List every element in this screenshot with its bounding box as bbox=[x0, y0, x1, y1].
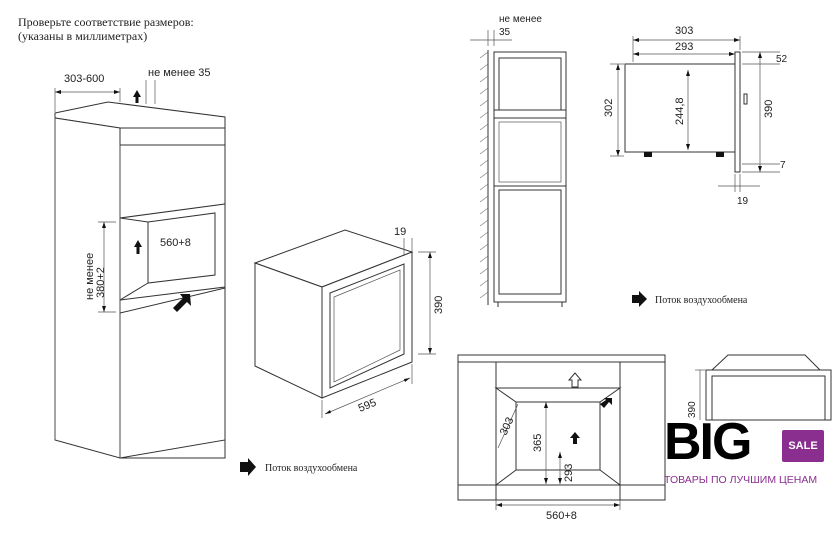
side-gap-value: 35 bbox=[499, 27, 511, 38]
opening-height-value: 380+2 bbox=[95, 267, 107, 298]
airflow-legend-arrow-left bbox=[240, 458, 256, 476]
airflow-diagonal-arrow-bottom bbox=[600, 398, 612, 408]
oven-height-label: 390 bbox=[433, 296, 445, 314]
side-view-column: не менее 35 bbox=[470, 14, 567, 307]
gap-min-label: не менее 35 bbox=[148, 67, 211, 79]
opening-width-label: 560+8 bbox=[160, 237, 191, 249]
brand-logo: BIG SALE ТОВАРЫ ПО ЛУЧШИМ ЦЕНАМ bbox=[662, 416, 832, 492]
depth-range-label: 303-600 bbox=[64, 73, 104, 85]
profile-view: 303 293 302 244,8 390 52 7 19 bbox=[603, 25, 788, 207]
airflow-legend-arrow-right bbox=[632, 291, 647, 307]
airflow-up-arrow-floor bbox=[570, 432, 580, 444]
airflow-up-arrow-top bbox=[133, 90, 141, 103]
bottom-width-label: 560+8 bbox=[546, 510, 577, 522]
profile-top-offset: 52 bbox=[776, 54, 788, 65]
profile-height-front: 302 bbox=[603, 99, 615, 117]
profile-height-inner: 244,8 bbox=[674, 97, 686, 125]
airflow-up-arrow-niche bbox=[134, 240, 142, 254]
oven-frame-label: 19 bbox=[394, 226, 406, 238]
airflow-legend-right: Поток воздухообмена bbox=[655, 295, 748, 306]
side-gap-prefix: не менее bbox=[499, 14, 542, 25]
profile-depth-inner: 293 bbox=[675, 41, 693, 53]
airflow-diagonal-arrow bbox=[173, 294, 191, 312]
profile-height-total: 390 bbox=[763, 100, 775, 118]
header-line-2: (указаны в миллиметрах) bbox=[18, 29, 147, 43]
brand-name: BIG bbox=[664, 413, 752, 471]
partial-cut-label: 390 bbox=[687, 401, 698, 418]
tall-cabinet: 303-600 не менее 35 560+8 не менее 380+2 bbox=[54, 67, 226, 459]
profile-depth-total: 303 bbox=[675, 25, 693, 37]
brand-slogan: ТОВАРЫ ПО ЛУЧШИМ ЦЕНАМ bbox=[664, 474, 818, 486]
airflow-legend-left: Поток воздухообмена bbox=[265, 463, 358, 474]
airflow-outline-up-arrow bbox=[567, 372, 583, 388]
sale-badge: SALE bbox=[782, 430, 824, 462]
oven-box: 390 19 595 bbox=[253, 226, 445, 418]
bottom-inner-height: 365 bbox=[532, 434, 544, 452]
header-line-1: Проверьте соответствие размеров: bbox=[18, 15, 194, 29]
bottom-view: 303 365 293 560+8 bbox=[457, 354, 666, 522]
bottom-lower-height: 293 bbox=[563, 464, 575, 482]
profile-frame: 19 bbox=[737, 196, 749, 207]
opening-height-prefix: не менее bbox=[84, 253, 96, 300]
partial-view: 390 bbox=[687, 354, 832, 421]
profile-bottom-offset: 7 bbox=[780, 160, 786, 171]
